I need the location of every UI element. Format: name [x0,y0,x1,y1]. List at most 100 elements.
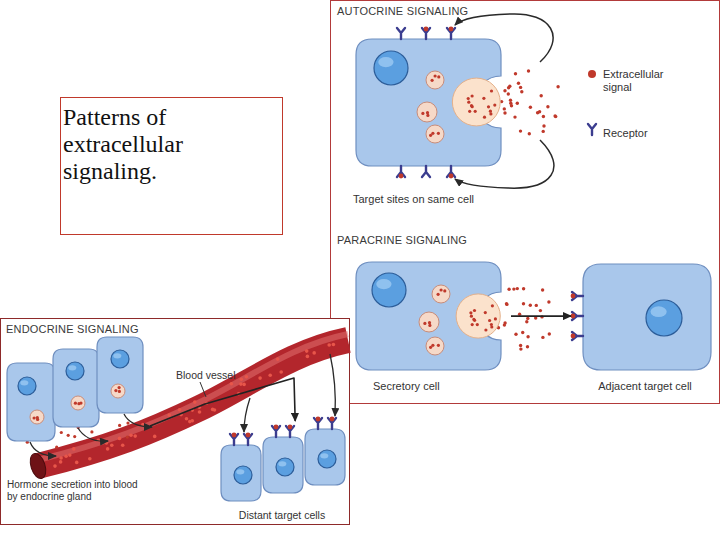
hormone-molecule [191,408,195,412]
part-label: Blood vessel [176,369,246,381]
signal-molecule [505,303,508,306]
vesicle [426,337,444,355]
signal-molecule [74,402,77,405]
signal-molecule [428,324,431,327]
cell-membrane [53,349,99,427]
cell-outline [216,421,348,523]
signal-molecule [316,417,321,422]
panel-heading: ENDOCRINE SIGNALING [6,323,139,336]
signal-molecule [489,110,492,113]
hormone-molecule [67,434,70,437]
signal-molecule [488,319,491,322]
hormone-molecule [240,378,244,382]
signal-molecule [36,416,39,419]
signaling-panel: AUTOCRINE SIGNALING Target sites on same … [330,0,720,228]
cell-membrane [356,262,501,370]
signal-molecule [431,79,434,82]
signal-molecule [483,116,486,119]
signal-molecule [519,344,522,347]
hormone-molecule [59,456,63,460]
hormone-molecule [213,408,217,412]
panel-heading: AUTOCRINE SIGNALING [337,5,468,18]
signal-molecule [519,347,522,350]
signaling-panel: PARACRINE SIGNALINGSecretory cellAdjacen… [330,228,720,404]
signal-molecule [526,335,529,338]
signal-molecule [490,89,493,92]
receptor-symbol [422,166,430,177]
signal-molecule [534,316,537,319]
signal-molecule [468,110,471,113]
title-text: Patterns of extracellular signaling. [63,104,280,185]
receptor-symbol [397,28,405,39]
signal-molecule [505,302,508,305]
signal-molecule [246,433,251,438]
hormone-molecule [191,419,195,423]
nucleus-highlight [236,469,244,474]
hormone-molecule [64,455,68,459]
signal-molecule [542,115,545,118]
receptor-symbol [230,433,238,445]
cell-label: Adjacent target cell [573,380,717,393]
hormone-molecule [133,434,137,438]
receptor-symbol [244,433,252,445]
signal-molecule [519,86,522,89]
autocrine-cell: Target sites on same cell [351,26,511,206]
signal-molecule [509,102,512,105]
cell-outline [571,252,719,402]
hormone-molecule [60,431,63,434]
hormone-molecule [73,435,76,438]
signal-molecule [114,389,117,392]
hormone-molecule [106,447,110,451]
receptor-symbol [397,28,405,39]
nucleus-highlight [376,279,391,289]
signal-molecule [503,89,506,92]
signal-molecule [421,112,424,115]
hormone-molecule [178,408,182,412]
cell-membrane [7,363,55,441]
signal-molecule [484,328,487,331]
signal-molecule [473,309,476,312]
signal-molecule [548,332,551,335]
signal-molecule [490,323,493,326]
signal-molecule [33,416,36,419]
signal-molecule [516,102,519,105]
signal-molecule [542,130,545,133]
hormone-molecule [239,382,243,386]
signal-molecule [507,288,510,291]
hormone-molecule [75,461,79,465]
vesicle [426,125,444,143]
cell-membrane [305,429,345,485]
receptor-symbol [422,27,430,39]
signal-molecule [484,311,487,314]
receptor-symbol [422,166,430,177]
nucleus-highlight [113,353,121,358]
signal-molecule [449,174,454,179]
hormone-molecule [332,343,336,347]
cell-nucleus [372,273,406,307]
legend-swatch [588,70,596,78]
signal-molecule [437,293,440,296]
signal-molecule [522,287,525,290]
nucleus-highlight [68,365,76,370]
signal-molecule [536,111,539,114]
cell-membrane [97,337,143,413]
hormone-molecule [96,439,100,443]
signal-molecule [467,97,470,100]
cell-nucleus [234,466,252,484]
signal-molecule [526,317,529,320]
hormone-molecule [121,443,125,447]
cell-label: Target sites on same cell [353,193,511,206]
nucleus-highlight [378,57,393,67]
hormone-molecule [312,351,316,355]
signal-molecule [519,129,522,132]
signal-molecule [424,27,429,32]
hormone-molecule [53,464,57,468]
signal-molecule [535,304,538,307]
cell-nucleus [276,458,294,476]
signal-molecule [471,105,474,108]
hormone-molecule [59,460,63,464]
hormone-molecule [72,447,76,451]
signal-molecule [529,106,532,109]
cell-label: Hormone secretion into blood by endocrin… [7,479,143,503]
receptor-symbol [588,124,596,135]
